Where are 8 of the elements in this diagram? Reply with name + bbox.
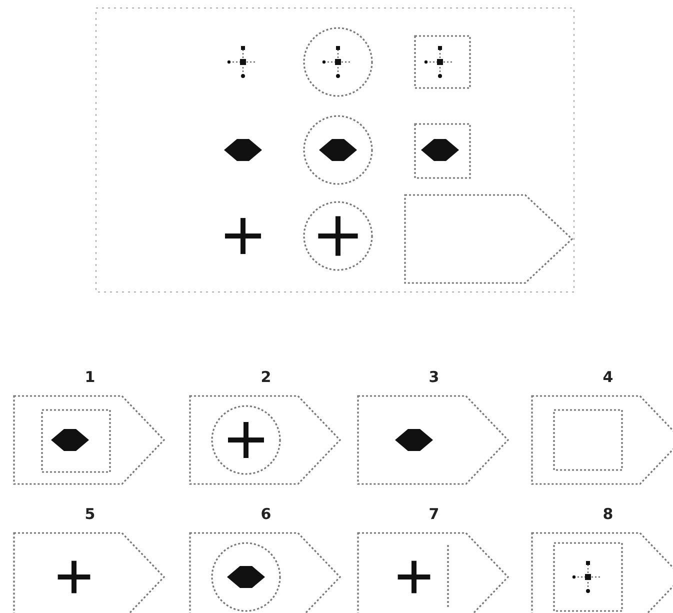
option-number: 8: [602, 505, 614, 523]
option-number: 6: [260, 505, 272, 523]
option-number: 4: [602, 368, 614, 386]
option-number: 7: [428, 505, 440, 523]
option-number: 2: [260, 368, 272, 386]
option-number: 5: [84, 505, 96, 523]
option-number: 1: [84, 368, 96, 386]
option-number: 3: [428, 368, 440, 386]
